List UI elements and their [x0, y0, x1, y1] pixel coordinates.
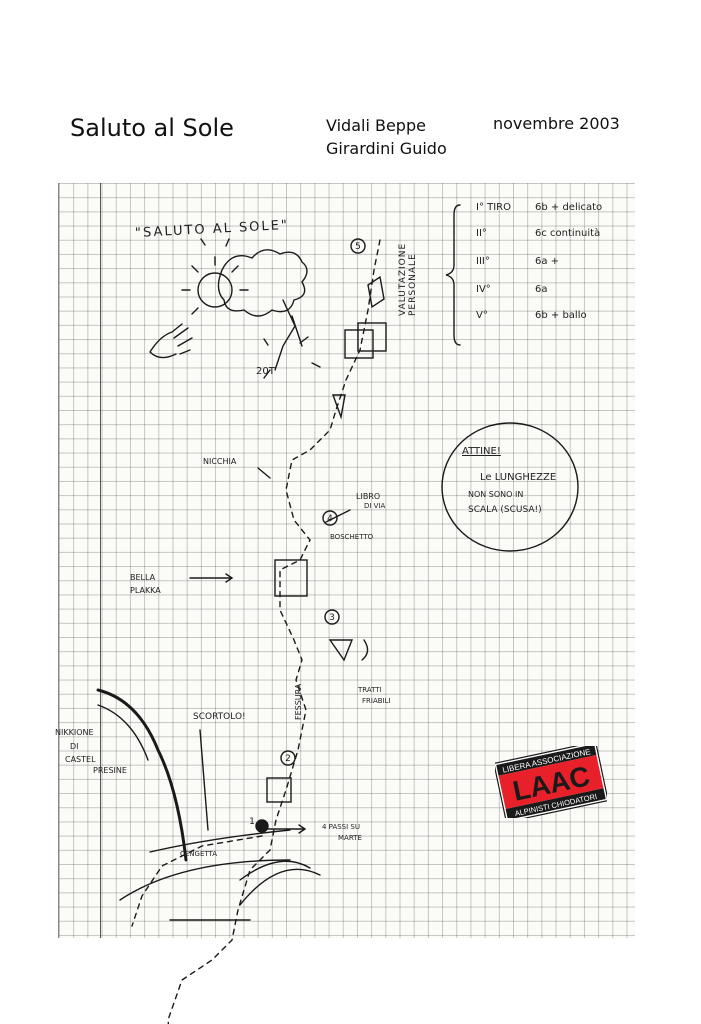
author-1: Vidali Beppe [326, 116, 426, 135]
label-boschetto: BOSCHETTO [330, 533, 374, 541]
margin-line [100, 183, 101, 938]
pitch-3: III° [476, 256, 490, 267]
label-libro: LIBRO [356, 492, 381, 501]
sun-face [197, 272, 233, 308]
note-title: ATTINE! [462, 446, 501, 457]
label-friabili: FRIABILI [362, 697, 391, 705]
pitch-2: II° [476, 228, 487, 239]
belay-3: 3 [329, 613, 335, 623]
grade-4: 6a [535, 284, 548, 295]
belay-1: 1 [249, 817, 255, 827]
document-date: novembre 2003 [493, 114, 620, 133]
authors: Vidali Beppe Girardini Guido [326, 114, 447, 160]
label-nikkione: NIKKIONE [55, 728, 94, 737]
document-title: Saluto al Sole [70, 114, 234, 142]
label-cengetta: CENGETTA [180, 850, 218, 858]
label-nicchia: NICCHIA [203, 457, 237, 466]
label-tratti: TRATTI [358, 686, 382, 694]
label-scortolo: SCORTOLO! [193, 712, 246, 722]
rating-label: VALUTAZIONE PERSONALE [398, 242, 418, 316]
grade-5: 6b + ballo [535, 310, 587, 321]
label-presine: PRESINE [93, 766, 127, 775]
note-line-1: Le LUNGHEZZE [480, 472, 557, 483]
belay-2: 2 [285, 754, 291, 764]
author-2: Girardini Guido [326, 139, 447, 158]
note-line-3: SCALA (SCUSA!) [468, 505, 542, 515]
label-marte: MARTE [338, 834, 362, 842]
label-castel: CASTEL [65, 755, 96, 764]
sun-mark: 20T [256, 366, 275, 377]
pitch-4: IV° [476, 284, 491, 295]
label-di: DI [70, 742, 79, 751]
grade-3: 6a + [535, 256, 560, 267]
grade-1: 6b + delicato [535, 202, 603, 213]
laac-logo: LIBERA ASSOCIAZIONE LAAC ALPINISTI CHIOD… [495, 746, 607, 818]
label-bella: BELLA [130, 573, 156, 582]
label-plakka: PLAKKA [130, 586, 161, 595]
note-line-2: NON SONO IN [468, 490, 524, 499]
label-fessura: FESSURA [294, 683, 303, 720]
pitch-1: I° TIRO [476, 202, 512, 213]
pitch-5: V° [476, 310, 488, 321]
grade-2: 6c continuità [535, 228, 601, 239]
belay-5: 5 [355, 242, 361, 252]
belay-4: 4 [327, 514, 333, 524]
label-di-via: DI VIA [364, 502, 386, 510]
label-passi: 4 PASSI SU [322, 823, 360, 831]
